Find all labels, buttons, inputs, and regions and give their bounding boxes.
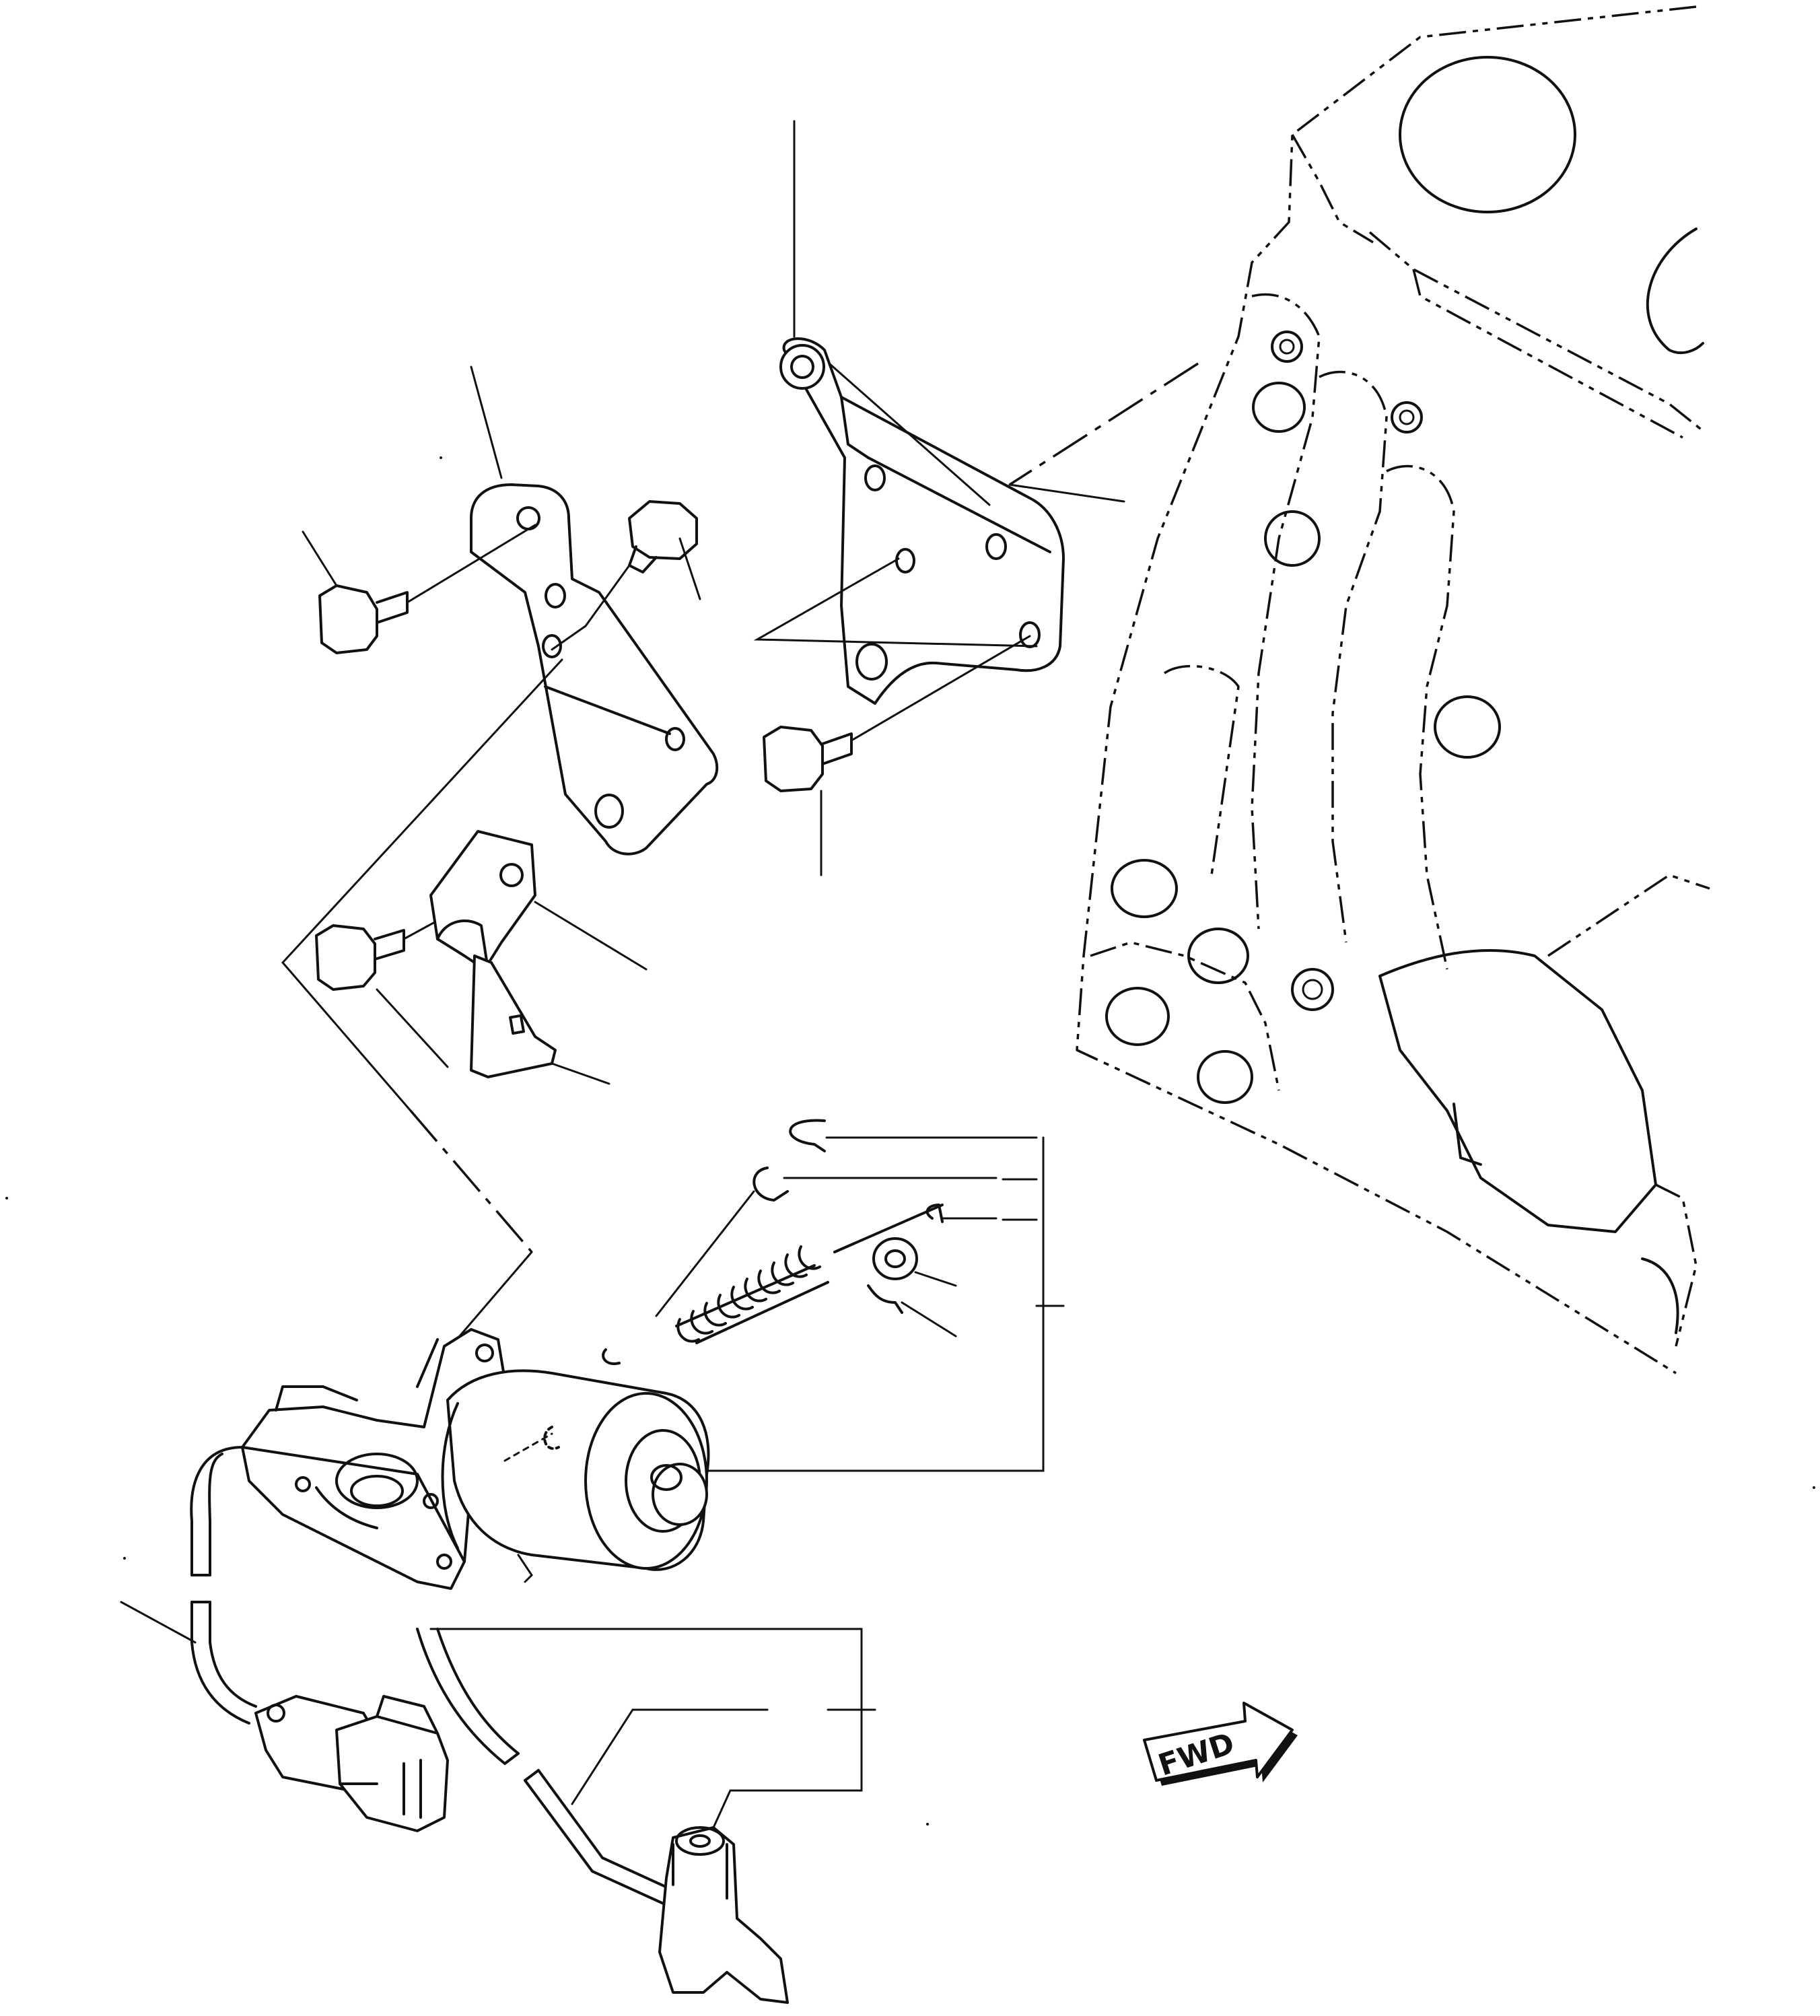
scan-speck	[5, 1197, 8, 1200]
cable-assembly	[120, 1446, 876, 1906]
leader-line	[753, 557, 1038, 648]
sensor-plug	[658, 1789, 846, 2004]
scan-speck	[123, 1557, 126, 1560]
washer	[925, 1204, 1038, 1223]
flange-bolt	[763, 635, 1031, 876]
flange-bolt	[551, 500, 701, 651]
actuator-motor	[241, 1136, 1065, 1590]
leader-line	[450, 1251, 533, 1348]
bracket-lower	[470, 366, 719, 856]
snap-ring	[789, 1119, 1038, 1152]
scan-speck	[926, 1823, 929, 1826]
washer	[872, 1237, 957, 1287]
flange-bolt	[302, 524, 536, 654]
connector	[254, 1695, 449, 1832]
leader-line	[281, 658, 563, 1112]
scan-speck	[440, 456, 442, 459]
snap-ring	[753, 1167, 1038, 1202]
leader-line	[409, 1109, 533, 1253]
mount-dash-line	[1009, 362, 1199, 486]
terminal-clip	[429, 830, 648, 1085]
engine-block	[1076, 5, 1710, 1375]
fwd-arrow-icon: FWD	[1143, 1702, 1298, 1786]
leader-line	[1008, 483, 1125, 503]
scan-speck	[1813, 1486, 1815, 1489]
bracket-upper	[779, 120, 1065, 705]
return-spring	[602, 1190, 957, 1365]
